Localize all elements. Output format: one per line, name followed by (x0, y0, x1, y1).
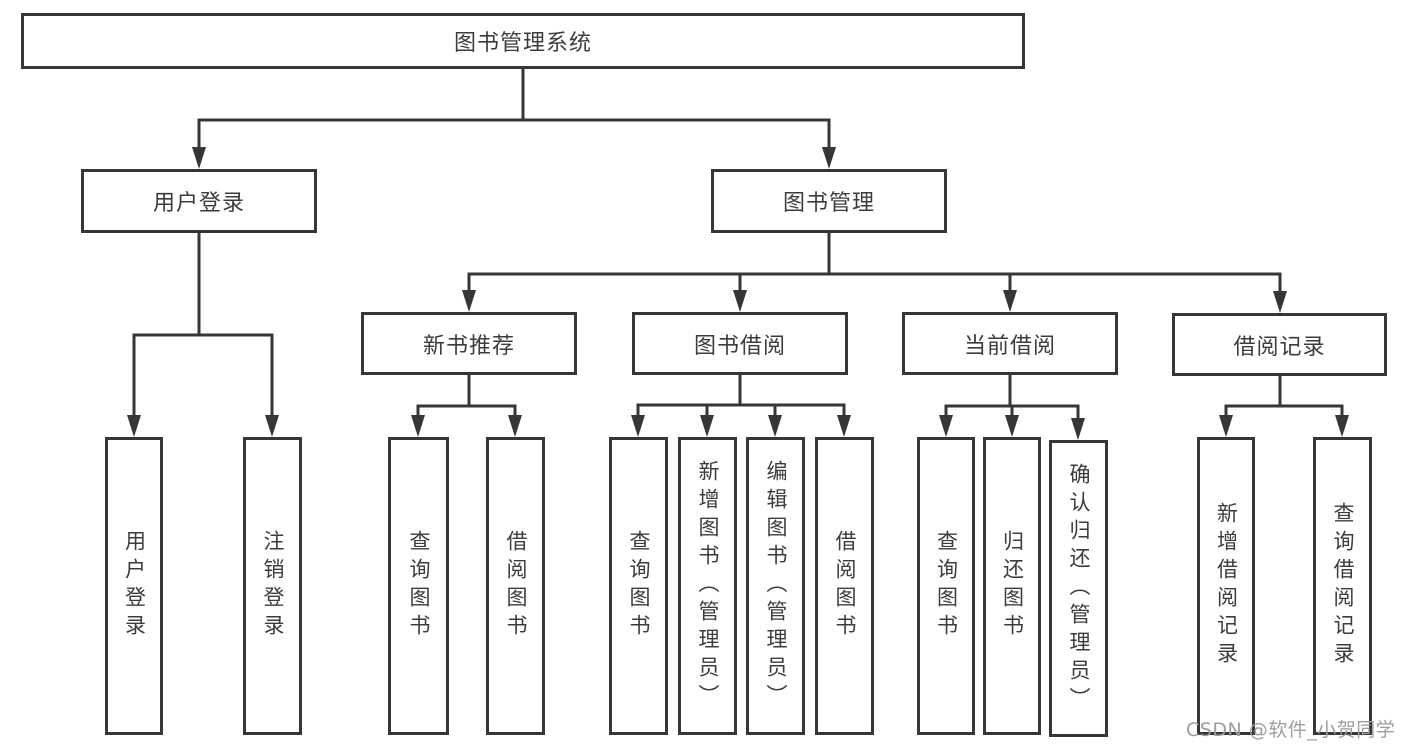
leaf-borrow-query-books: 查询图书 (609, 437, 668, 735)
node-borrow-records: 借阅记录 (1172, 313, 1387, 376)
arrowhead (411, 415, 425, 437)
leaf-recommend-borrow-books: 借阅图书 (486, 437, 545, 735)
arrowhead (265, 415, 279, 437)
arrowhead (631, 415, 645, 437)
arrowhead (1005, 415, 1019, 437)
arrowhead (192, 147, 206, 169)
leaf-current-query-books: 查询图书 (917, 437, 975, 735)
arrowhead (700, 415, 714, 437)
arrowhead (1219, 415, 1233, 437)
node-book-borrow: 图书借阅 (632, 312, 848, 375)
leaf-query-borrow-record: 查询借阅记录 (1313, 437, 1372, 735)
leaf-logout: 注销登录 (243, 437, 302, 735)
leaf-recommend-query-books: 查询图书 (388, 437, 449, 735)
node-user-login: 用户登录 (81, 169, 317, 233)
leaf-add-borrow-record: 新增借阅记录 (1197, 437, 1255, 735)
node-new-book-recommend: 新书推荐 (361, 312, 577, 375)
arrowhead (837, 415, 851, 437)
leaf-borrow-books: 借阅图书 (815, 437, 874, 735)
arrowhead (733, 290, 747, 312)
arrowhead (768, 415, 782, 437)
leaf-edit-books-admin: 编辑图书（管理员） (746, 437, 805, 735)
arrowhead (1273, 291, 1287, 313)
node-current-borrow: 当前借阅 (902, 312, 1118, 375)
csdn-watermark: CSDN @软件_小贺同学 (1186, 719, 1396, 741)
arrowhead (1335, 415, 1349, 437)
arrowhead (127, 415, 141, 437)
arrowhead (939, 415, 953, 437)
arrowhead (1071, 418, 1085, 440)
node-library-management-system: 图书管理系统 (21, 13, 1025, 69)
node-book-management: 图书管理 (711, 169, 947, 233)
arrowhead (1003, 290, 1017, 312)
arrowhead (508, 415, 522, 437)
leaf-user-login: 用户登录 (105, 437, 163, 735)
leaf-add-books-admin: 新增图书（管理员） (678, 437, 737, 735)
arrowhead (462, 290, 476, 312)
arrowhead (822, 147, 836, 169)
leaf-confirm-return-admin: 确认归还（管理员） (1049, 440, 1108, 737)
leaf-return-books: 归还图书 (983, 437, 1041, 735)
